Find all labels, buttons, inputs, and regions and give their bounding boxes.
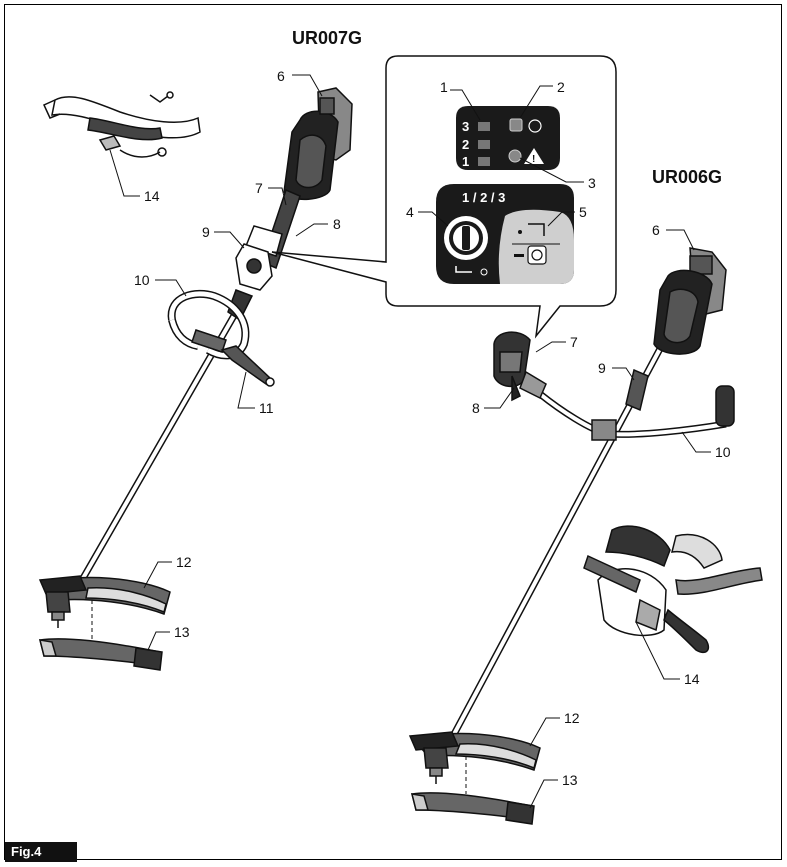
auto-button-icon [527,245,547,265]
callout-9-left: 9 [202,224,210,240]
right-battery-housing [653,247,727,355]
left-lever-bolt [220,345,275,387]
right-guard-extension [410,792,535,825]
figure-frame [4,4,782,860]
reverse-icon [528,223,545,236]
warning-triangle-icon [524,148,544,164]
callout-14-left: 14 [144,188,160,204]
callout-12-right: 12 [564,710,580,726]
model-title-right: UR006G [652,167,722,187]
right-tool [408,229,763,825]
warning-exclaim: ! [532,154,535,165]
callout-1: 1 [440,79,448,95]
callout-5: 5 [579,204,587,220]
callout-8-right: 8 [472,400,480,416]
right-harness [583,525,763,654]
callout-8-left: 8 [333,216,341,232]
level-3-label: 3 [462,119,469,134]
left-tool [38,74,353,671]
warning-lamp [508,149,522,163]
right-handlebar [537,385,735,441]
right-shaft [450,344,664,739]
speed-selector-label: 1 / 2 / 3 [462,190,505,205]
callout-6-right: 6 [652,222,660,238]
power-icon [462,226,470,250]
callout-7-right: 7 [570,334,578,350]
callout-6-left: 6 [277,68,285,84]
callout-13-left: 13 [174,624,190,640]
level-2-label: 2 [462,137,469,152]
left-leader-lines [109,74,328,651]
right-control-grip [493,331,547,402]
callout-4: 4 [406,204,414,220]
callout-9-right: 9 [598,360,606,376]
speed-indicator-panel: 3 2 1 ! [456,106,560,170]
callout-11-left: 11 [259,400,274,416]
model-title-left: UR007G [292,28,362,48]
callout-10-right: 10 [715,444,731,460]
callout-7-left: 7 [255,180,263,196]
callout-10-left: 10 [134,272,150,288]
left-shoulder-strap [43,91,201,158]
figure-label: Fig.4 [5,842,77,862]
right-leader-lines [484,229,711,809]
callout-numbers: 6 7 8 9 10 11 12 13 14 1 2 3 4 5 6 7 8 9… [134,68,731,788]
left-guard-extension [38,638,163,671]
zoom-callout: 3 2 1 ! 1 / 2 / 3 [271,55,617,339]
right-switch-box [625,368,649,412]
level-3-led [478,122,490,131]
left-battery-housing [283,87,353,201]
right-head-guard [408,731,541,784]
callout-14-right: 14 [684,671,700,687]
level-2-led [478,140,490,149]
callout-leader-lines [418,85,584,227]
auto-mode-lamp [509,118,523,132]
callout-3: 3 [588,175,596,191]
left-head-guard [38,575,171,628]
level-1-label: 1 [462,154,469,169]
callout-12-left: 12 [176,554,192,570]
auto-mode-icon [528,119,542,133]
callout-2: 2 [557,79,565,95]
callout-13-right: 13 [562,772,578,788]
level-1-led [478,157,490,166]
power-mode-panel: 1 / 2 / 3 [436,184,574,284]
